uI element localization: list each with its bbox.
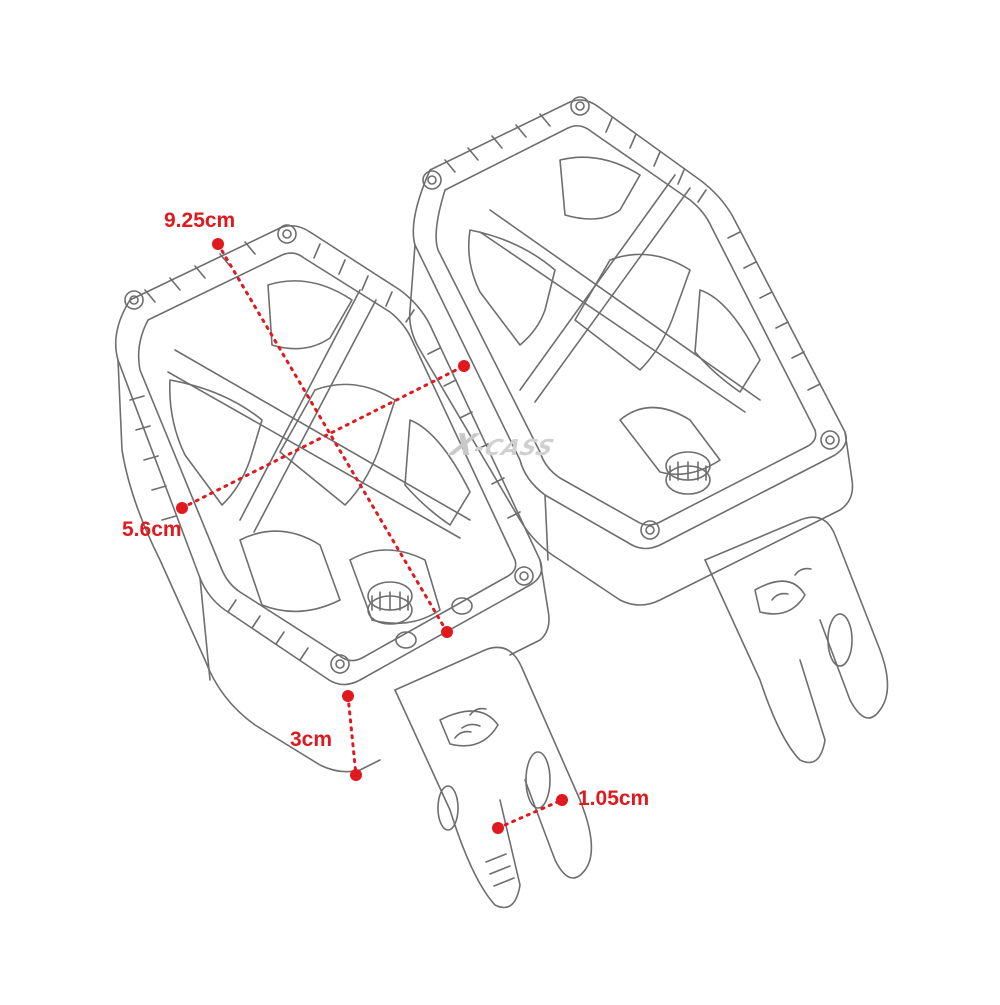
slot-end-dot	[556, 794, 568, 806]
height-start-dot	[342, 690, 354, 702]
length-label: 9.25cm	[164, 209, 236, 232]
width-start-dot	[176, 502, 188, 514]
length-end-dot	[441, 626, 453, 638]
width-end-dot	[458, 360, 470, 372]
right-foot-peg	[408, 96, 889, 764]
length-dimension-line	[216, 242, 449, 634]
height-label: 3cm	[290, 728, 333, 751]
left-foot-peg	[114, 224, 593, 909]
width-dimension-line	[180, 364, 466, 510]
slot-start-dot	[492, 822, 504, 834]
width-label: 5.6cm	[122, 518, 182, 541]
length-start-dot	[212, 238, 224, 250]
brand-watermark: X-CASS	[446, 428, 558, 463]
height-end-dot	[350, 769, 362, 781]
slot-dimension-line	[496, 798, 564, 830]
height-dimension-line	[346, 694, 358, 777]
slot-label: 1.05cm	[578, 787, 650, 810]
